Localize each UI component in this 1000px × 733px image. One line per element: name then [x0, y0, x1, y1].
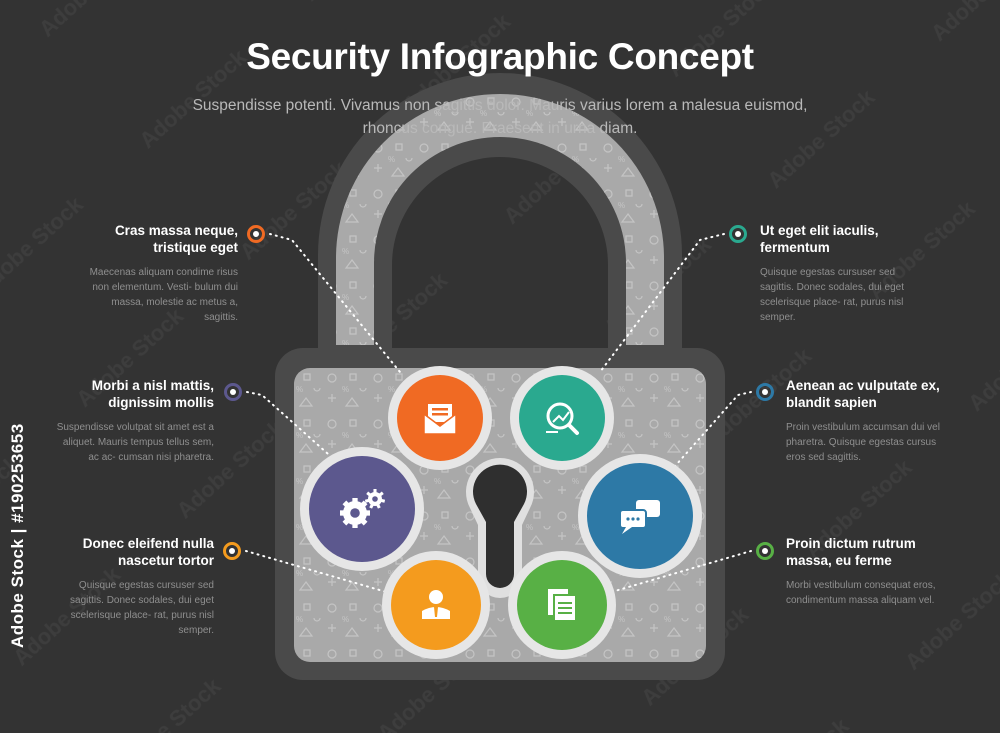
marker-ring: [224, 383, 242, 401]
connector-line: [597, 550, 752, 597]
connector-line: [246, 391, 347, 471]
page-title: Security Infographic Concept: [246, 36, 754, 77]
connector-line: [245, 550, 401, 597]
documents-icon: [548, 589, 577, 622]
magnifier-chart-icon: [546, 402, 579, 435]
connector-line: [667, 391, 752, 475]
icon-circles: [300, 366, 702, 659]
page-subtitle: Suspendisse potenti. Vivamus non sagitti…: [192, 97, 808, 137]
marker-ring: [756, 542, 774, 560]
marker-ring: [756, 383, 774, 401]
marker-ring: [247, 225, 265, 243]
item-body: Maecenas aliquam condime risus non eleme…: [89, 267, 238, 323]
item-block-mid-left: Morbi a nisl mattis, dignissim mollis Su…: [54, 378, 214, 465]
marker-ring: [729, 225, 747, 243]
connector-lines: [245, 233, 752, 597]
item-heading: Morbi a nisl mattis, dignissim mollis: [91, 378, 214, 410]
item-body: Proin vestibulum accumsan dui vel pharet…: [786, 422, 940, 463]
gears-circle: [300, 447, 424, 571]
item-heading: Ut eget elit iaculis, fermentum: [760, 223, 879, 255]
gears-icon: [340, 489, 386, 528]
item-body: Suspendisse volutpat sit amet est a aliq…: [56, 422, 214, 463]
magnifier-chart-circle: [510, 366, 614, 470]
marker-rings: [223, 225, 774, 560]
item-heading: Cras massa neque, tristique eget: [114, 223, 238, 255]
envelope-open-icon: [423, 404, 457, 435]
item-block-bottom-right: Proin dictum rutrum massa, eu ferme Morb…: [786, 536, 946, 608]
connector-line: [599, 233, 725, 373]
envelope-open-circle: [388, 366, 492, 470]
circle-fill: [391, 560, 481, 650]
chat-bubbles-circle: [578, 454, 702, 578]
padlock-shackle: [318, 73, 682, 350]
item-block-top-left: Cras massa neque, tristique eget Maecena…: [78, 223, 238, 325]
documents-circle: [508, 551, 616, 659]
item-body: Quisque egestas cursuser sed sagittis. D…: [70, 580, 214, 636]
connector-line: [269, 233, 401, 373]
item-block-bottom-left: Donec eleifend nulla nascetur tortor Qui…: [54, 536, 214, 638]
keyhole: [466, 457, 534, 598]
stock-caption: Adobe Stock | #190253653: [8, 423, 27, 648]
item-body: Morbi vestibulum consequat eros, condime…: [786, 580, 936, 606]
user-circle: [382, 551, 490, 659]
chat-bubbles-icon: [619, 500, 660, 534]
user-icon: [422, 590, 450, 619]
item-block-top-right: Ut eget elit iaculis, fermentum Quisque …: [760, 223, 920, 325]
marker-ring: [223, 542, 241, 560]
item-heading: Aenean ac vulputate ex, blandit sapien: [786, 378, 940, 410]
item-heading: Proin dictum rutrum massa, eu ferme: [786, 536, 916, 568]
item-block-mid-right: Aenean ac vulputate ex, blandit sapien P…: [786, 378, 946, 465]
item-body: Quisque egestas cursuser sed sagittis. D…: [760, 267, 904, 323]
item-heading: Donec eleifend nulla nascetur tortor: [82, 536, 214, 568]
